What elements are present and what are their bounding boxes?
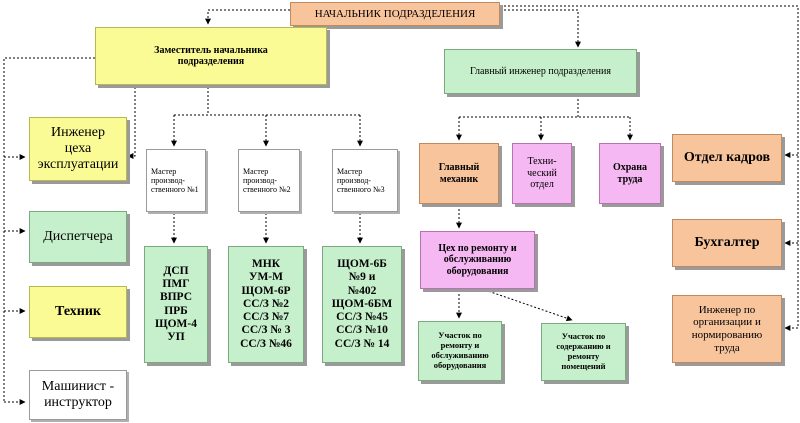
premises-section-label: Участок по содержанию и ремонту помещени…	[556, 331, 611, 371]
labor-engineer-label: Инженер по организации и нормированию тр…	[691, 303, 763, 354]
dispatchers-box: Диспетчера	[29, 211, 127, 263]
accountant-label: Бухгалтер	[694, 234, 760, 250]
operations-engineer-label: Инженер цеха эксплуатации	[37, 124, 119, 173]
chief-box: НАЧАЛЬНИК ПОДРАЗДЕЛЕНИЯ	[290, 2, 500, 26]
premises-section-box: Участок по содержанию и ремонту помещени…	[541, 323, 626, 381]
deputy-label: Заместитель начальника подразделения	[154, 44, 268, 68]
technical-dept-label: Техни- ческий отдел	[527, 156, 557, 191]
master-1-label: Мастер производ- ственного №1	[151, 166, 199, 195]
master-1-box: Мастер производ- ственного №1	[146, 149, 206, 212]
master-3-items: ЩОМ-6Б №9 и №402 ЩОМ-6БМ СС/З №45 СС/З №…	[331, 258, 393, 350]
master-3-list: ЩОМ-6Б №9 и №402 ЩОМ-6БМ СС/З №45 СС/З №…	[322, 246, 402, 363]
master-1-list: ДСП ПМГ ВПРС ПРБ ЩОМ-4 УП	[144, 246, 208, 363]
technician-label: Техник	[55, 303, 101, 319]
repair-section-label: Участок по ремонту и обслуживанию оборуд…	[431, 330, 489, 370]
deputy-box: Заместитель начальника подразделения	[95, 27, 327, 85]
master-2-list: МНК УМ-М ЩОМ-6Р СС/З №2 СС/З №7 СС/З № 3…	[228, 246, 304, 363]
master-3-box: Мастер производ- ственного №3	[332, 149, 398, 212]
driver-instructor-label: Машинист - инструктор	[41, 378, 115, 410]
chief-label: НАЧАЛЬНИК ПОДРАЗДЕЛЕНИЯ	[314, 7, 476, 20]
hr-label: Отдел кадров	[683, 149, 771, 165]
accountant-box: Бухгалтер	[672, 219, 782, 267]
labor-protection-label: Охрана труда	[612, 162, 648, 185]
chief-mechanic-box: Главный механик	[419, 143, 499, 204]
chief-engineer-box: Главный инженер подразделения	[444, 49, 637, 94]
hr-box: Отдел кадров	[672, 134, 782, 182]
master-2-items: МНК УМ-М ЩОМ-6Р СС/З №2 СС/З №7 СС/З № 3…	[240, 258, 292, 350]
technical-dept-box: Техни- ческий отдел	[512, 143, 572, 204]
repair-shop-label: Цех по ремонту и обслуживанию оборудован…	[438, 242, 517, 277]
labor-protection-box: Охрана труда	[599, 143, 661, 204]
chief-mechanic-label: Главный механик	[438, 162, 480, 185]
master-3-label: Мастер производ- ственного №3	[337, 166, 385, 195]
repair-shop-box: Цех по ремонту и обслуживанию оборудован…	[420, 231, 535, 289]
dispatchers-label: Диспетчера	[43, 228, 113, 244]
technician-box: Техник	[29, 286, 127, 338]
master-2-box: Мастер производ- ственного №2	[238, 149, 300, 212]
master-2-label: Мастер производ- ственного №2	[243, 166, 291, 195]
repair-section-box: Участок по ремонту и обслуживанию оборуд…	[418, 321, 502, 381]
driver-instructor-box: Машинист - инструктор	[29, 370, 127, 420]
labor-engineer-box: Инженер по организации и нормированию тр…	[672, 295, 782, 363]
master-1-items: ДСП ПМГ ВПРС ПРБ ЩОМ-4 УП	[154, 264, 197, 343]
operations-engineer-box: Инженер цеха эксплуатации	[29, 117, 127, 181]
chief-engineer-label: Главный инженер подразделения	[470, 65, 611, 77]
